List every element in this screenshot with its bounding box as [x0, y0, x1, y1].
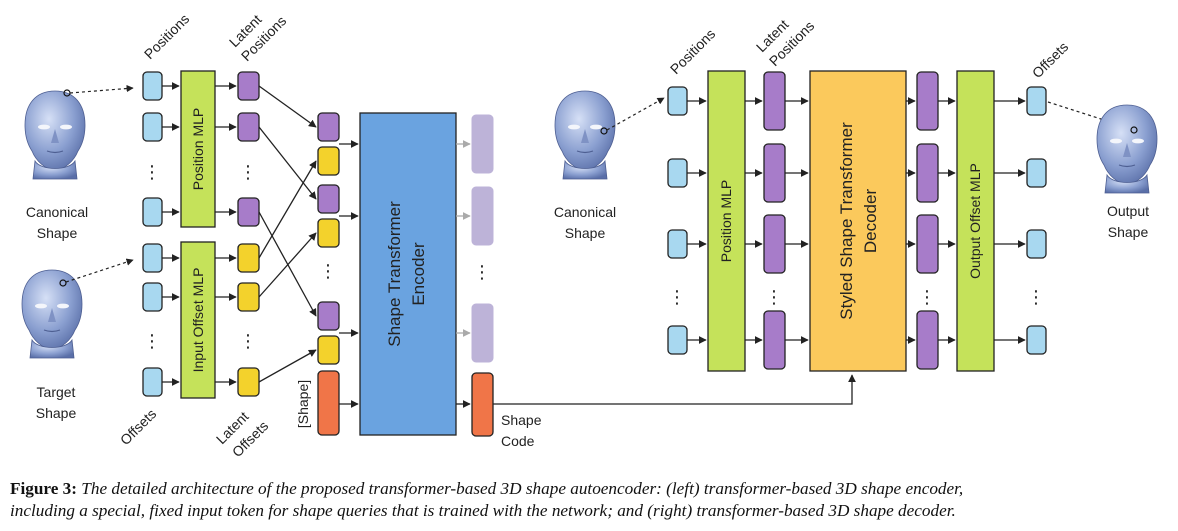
target-shape-label-2: Shape: [36, 405, 77, 421]
enc-stacked-latent-pairs: [317, 112, 340, 365]
shape-code-token: [471, 372, 494, 437]
enc-positions-label: Positions: [141, 11, 192, 62]
target-shape-head-icon: [21, 269, 83, 359]
target-shape-label: Target: [37, 384, 76, 400]
output-shape-label-2: Shape: [1108, 224, 1149, 240]
decoder-canonical-head-icon: [554, 90, 616, 180]
shape-code-label: Shape: [501, 412, 542, 428]
styled-shape-transformer-decoder: [809, 70, 907, 372]
enc-output-tokens: [471, 114, 494, 363]
dec-canonical-shape-label: Canonical: [554, 204, 616, 220]
canonical-shape-label-2: Shape: [37, 225, 78, 241]
architecture-diagram: Canonical Shape Target Shape Positions L…: [21, 11, 1158, 460]
enc-latent-offset-tokens: [237, 243, 260, 397]
enc-stacked-ellipsis: ⋮: [319, 261, 337, 281]
dec-offsets-label: Offsets: [1029, 39, 1071, 81]
caption-text-1: The detailed architecture of the propose…: [77, 479, 964, 498]
decoder-label-1: Styled Shape Transformer: [837, 122, 856, 320]
caption-label: Figure 3:: [10, 479, 77, 498]
dec-position-mlp: [707, 70, 746, 372]
dec-offsets-ellipsis: ⋮: [1027, 287, 1045, 307]
enc-positions-ellipsis: ⋮: [143, 162, 161, 182]
shape-code-label-2: Code: [501, 433, 535, 449]
enc-latent-pos-ellipsis: ⋮: [239, 162, 257, 182]
decoder-label-2: Decoder: [861, 189, 880, 254]
output-shape-head-icon: [1096, 104, 1158, 194]
enc-latent-position-tokens: [237, 71, 260, 227]
enc-position-mlp-label: Position MLP: [190, 108, 206, 190]
encoder-label-2: Encoder: [409, 242, 428, 306]
enc-input-offset-mlp-label: Input Offset MLP: [190, 268, 206, 373]
output-offset-mlp-label: Output Offset MLP: [967, 163, 983, 279]
dec-position-tokens: [667, 86, 688, 355]
enc-offsets-label: Offsets: [117, 406, 159, 448]
dec-latent-position-tokens: [763, 71, 786, 370]
canonical-shape-label: Canonical: [26, 204, 88, 220]
shape-token: [317, 370, 340, 436]
output-shape-label: Output: [1107, 203, 1149, 219]
dec-out-latent-ellipsis: ⋮: [918, 287, 936, 307]
enc-input-offset-mlp: [180, 241, 216, 399]
enc-latent-off-ellipsis: ⋮: [239, 331, 257, 351]
enc-output-ellipsis: ⋮: [473, 262, 491, 282]
dec-positions-ellipsis: ⋮: [668, 287, 686, 307]
dec-offset-tokens: [1026, 86, 1047, 355]
shape-transformer-encoder: [359, 112, 457, 436]
enc-position-mlp: [180, 70, 216, 228]
enc-offsets-ellipsis: ⋮: [143, 331, 161, 351]
dec-position-mlp-label: Position MLP: [718, 180, 734, 262]
canonical-shape-head-icon: [24, 89, 86, 180]
dec-output-latent-tokens: [916, 71, 939, 370]
dec-canonical-shape-label-2: Shape: [565, 225, 606, 241]
caption-text-2: including a special, fixed input token f…: [10, 501, 956, 520]
encoder-label-1: Shape Transformer: [385, 201, 404, 347]
figure-caption: Figure 3: The detailed architecture of t…: [10, 478, 1170, 522]
shape-token-label: [Shape]: [295, 380, 311, 428]
output-offset-mlp: [956, 70, 995, 372]
dec-latent-ellipsis: ⋮: [765, 287, 783, 307]
dec-positions-label: Positions: [667, 26, 718, 77]
